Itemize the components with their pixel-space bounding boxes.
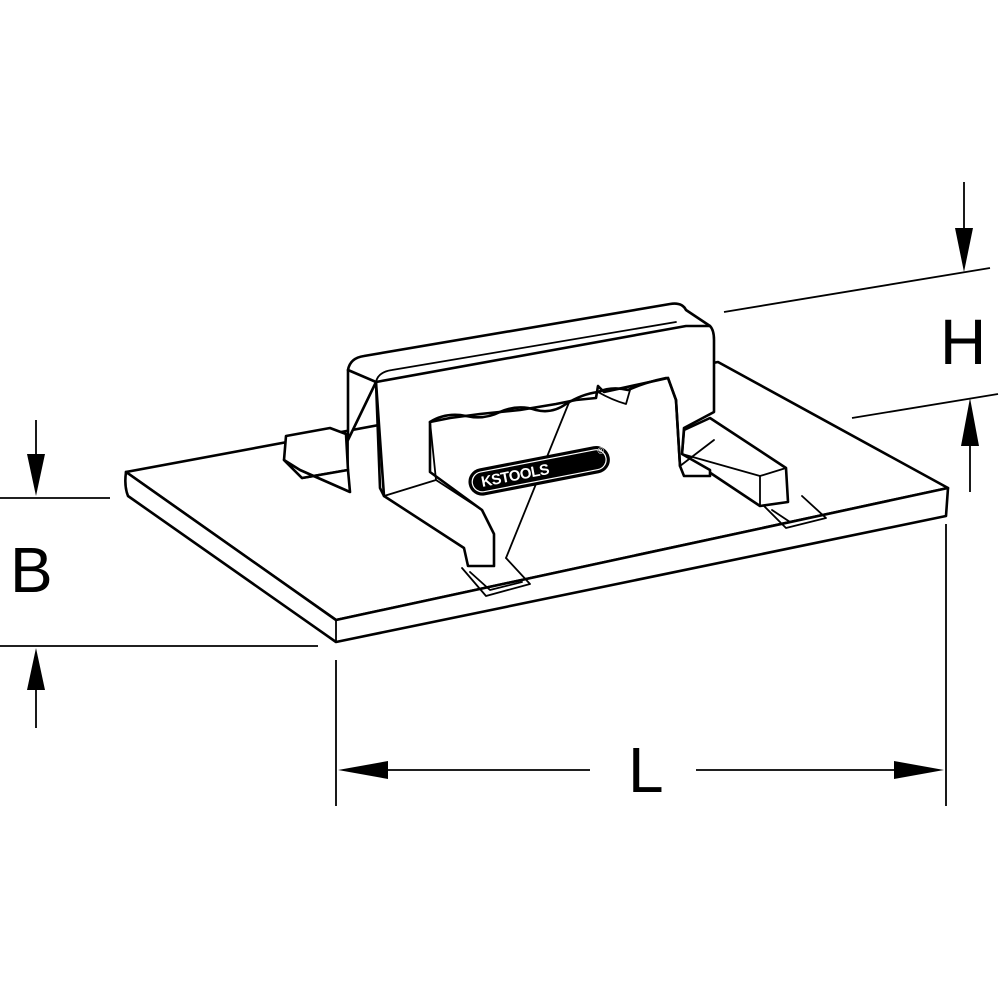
h-label: H [940,306,986,378]
dimension-l: L [335,524,947,806]
dimension-b: B [0,420,318,728]
groove-right-inner [771,509,819,523]
h-arrow-bottom [961,398,979,446]
b-arrow-top [27,454,45,496]
h-arrow-top [955,228,973,272]
handle-top-face [346,324,712,384]
dimension-h: H [723,182,999,492]
handle [346,302,716,568]
h-extension-bottom [851,393,999,419]
handle-top-inner [375,321,677,383]
base-plate-front-edge [124,470,950,644]
handle-grip-detail [597,389,631,405]
h-extension-top [723,267,991,313]
right-foot-edge-2 [681,453,761,477]
handle-grip-line [428,376,668,424]
l-arrow-right [894,761,944,779]
groove-left [461,557,531,597]
handle-right-leg [666,376,682,468]
logo-badge-inner [471,449,607,493]
handle-left-leg-face-2 [429,421,437,481]
handle-right-leg-face [679,439,715,467]
l-arrow-left [338,761,388,779]
l-label: L [628,734,664,806]
handle-left-leg [374,380,386,498]
b-arrow-bottom [27,648,45,690]
groove-left-inner [469,571,523,591]
left-foot-side [282,458,352,494]
logo-registered-mark: ® [597,445,606,456]
b-label: B [10,534,53,606]
groove-right [763,495,827,529]
logo-badge [468,445,610,496]
